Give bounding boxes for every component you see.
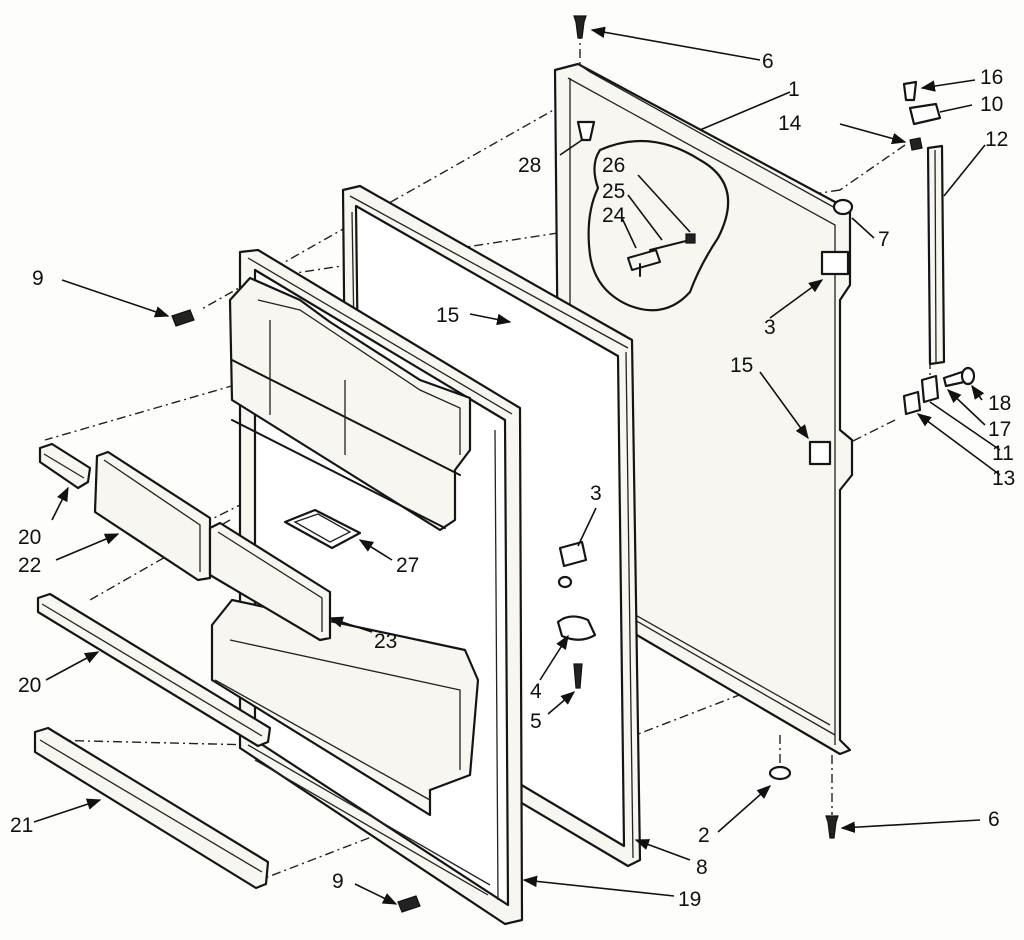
callout-11: 11 — [992, 442, 1014, 465]
leader-lines — [33, 26, 1001, 905]
screw-9-top — [171, 309, 195, 327]
callout-28: 28 — [518, 154, 541, 177]
callout-4: 4 — [530, 680, 542, 703]
callout-7: 7 — [878, 228, 890, 251]
bumper-28 — [576, 120, 596, 142]
shelf-front-22 — [93, 450, 212, 582]
callout-5: 5 — [530, 710, 542, 733]
screw-16 — [902, 80, 918, 102]
callout-14: 14 — [778, 112, 802, 135]
callout-labels: 6 1 16 10 14 12 7 3 15 18 17 11 13 28 26… — [10, 50, 1015, 911]
lower-hinge-parts — [556, 540, 597, 689]
hinge-side-parts — [902, 80, 976, 416]
callout-27: 27 — [396, 554, 419, 577]
callout-13: 13 — [992, 467, 1015, 490]
retainer-bar-20-small — [38, 442, 92, 490]
screw-9-bottom — [397, 895, 421, 913]
foot-2 — [768, 765, 792, 781]
retainer-bar-21 — [33, 726, 270, 890]
callout-25: 25 — [602, 180, 625, 203]
callout-3-upper: 3 — [764, 316, 776, 339]
cutaway-detail — [587, 140, 730, 312]
callout-9-top: 9 — [32, 267, 44, 290]
fasteners — [171, 15, 839, 913]
screw-6-bottom — [825, 815, 839, 839]
inner-door-liner — [210, 248, 524, 926]
callout-6-top: 6 — [762, 50, 774, 73]
retainer-bar-20-long — [36, 592, 272, 748]
callout-15-right: 15 — [730, 354, 753, 377]
callout-8: 8 — [696, 856, 708, 879]
callout-23: 23 — [374, 630, 397, 653]
callout-18: 18 — [988, 392, 1011, 415]
callout-1: 1 — [788, 78, 800, 101]
screw-6-top — [573, 15, 587, 39]
hinge-10 — [908, 102, 942, 126]
callout-15-left: 15 — [436, 304, 459, 327]
callout-6-bottom: 6 — [988, 808, 1000, 831]
callout-26: 26 — [602, 154, 625, 177]
callout-10: 10 — [980, 93, 1003, 116]
callout-20-lower: 20 — [18, 674, 41, 697]
hinge-cover-right — [808, 440, 832, 466]
shelf-front-23 — [208, 521, 332, 642]
callout-17: 17 — [988, 418, 1011, 441]
callout-20-upper: 20 — [18, 526, 41, 549]
pin-17 — [942, 370, 966, 388]
callout-19: 19 — [678, 888, 701, 911]
callout-3-lower: 3 — [590, 482, 602, 505]
bracket-13 — [902, 390, 922, 416]
hinge-11 — [920, 374, 940, 404]
callout-16: 16 — [980, 66, 1003, 89]
cap-18 — [960, 366, 976, 386]
callout-21: 21 — [10, 814, 33, 837]
spacer-14 — [909, 137, 923, 151]
door-stop-knob — [832, 198, 854, 216]
callout-24: 24 — [602, 204, 626, 227]
callout-2: 2 — [698, 824, 710, 847]
callout-9-bottom: 9 — [332, 870, 344, 893]
callout-12: 12 — [985, 128, 1008, 151]
callout-22: 22 — [18, 554, 41, 577]
hinge-bracket-top — [820, 250, 850, 276]
